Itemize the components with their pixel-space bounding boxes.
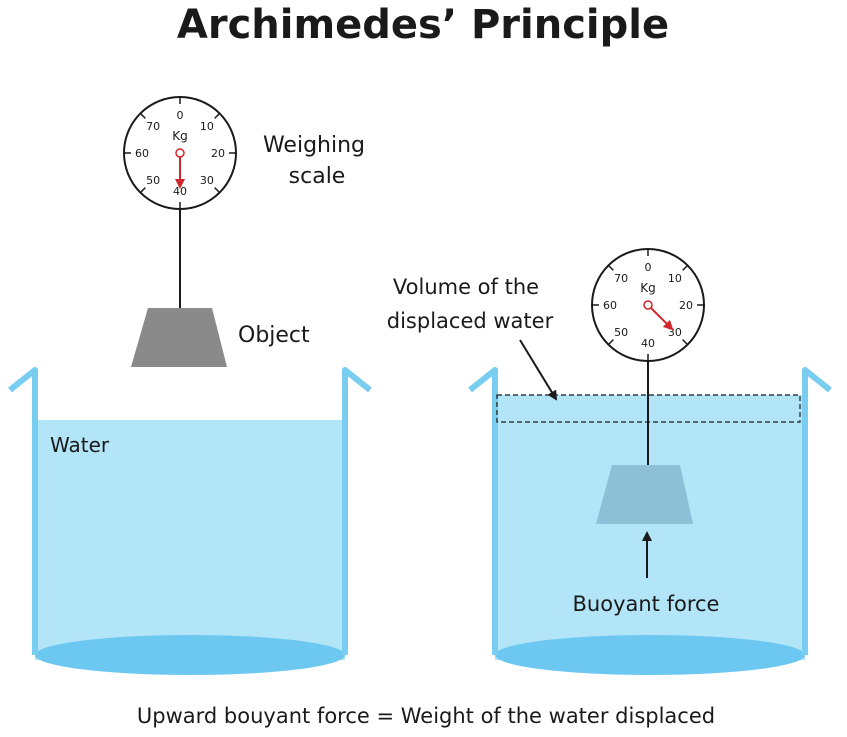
left-container-base — [35, 635, 345, 675]
dial-tick — [139, 187, 146, 194]
displaced-water-label-line1: Volume of the — [393, 275, 539, 299]
dial-number: 20 — [211, 147, 225, 160]
displaced-water-label-line2: displaced water — [387, 309, 554, 333]
left-container-walls — [32, 378, 348, 655]
scale-unit-label: Kg — [640, 281, 656, 295]
scale-needle-tip — [662, 319, 674, 331]
dial-number: 60 — [603, 299, 617, 312]
dial-tick — [214, 187, 221, 194]
object-label: Object — [238, 323, 310, 348]
dial-tick — [682, 339, 689, 346]
object-submerged — [596, 465, 693, 524]
dial-number: 70 — [146, 120, 160, 133]
dial-number: 70 — [614, 272, 628, 285]
dial-tick — [607, 264, 614, 271]
diagram-title: Archimedes’ Principle — [177, 2, 669, 48]
dial-tick — [214, 112, 221, 119]
right-container-base — [495, 635, 805, 675]
left-container — [8, 367, 372, 675]
right-container-walls — [492, 378, 808, 655]
scale-needle-tip — [175, 179, 185, 189]
right-container-right-lip — [802, 367, 832, 393]
water-label: Water — [50, 433, 110, 457]
scale-needle-pivot — [175, 148, 185, 158]
dial-tick — [139, 112, 146, 119]
dial-tick — [607, 339, 614, 346]
weighing-scale-label-line1: Weighing — [263, 133, 365, 158]
scale-dial-ticks — [592, 249, 704, 361]
right-container — [468, 367, 832, 675]
dial-tick — [682, 264, 689, 271]
dial-number: 60 — [135, 147, 149, 160]
dial-number: 50 — [614, 326, 628, 339]
right-container-left-lip — [468, 367, 498, 393]
dial-number: 10 — [668, 272, 682, 285]
dial-number: 40 — [641, 337, 655, 350]
dial-number: 20 — [679, 299, 693, 312]
weighing-scale-label-line2: scale — [289, 164, 346, 189]
object-in-air — [131, 308, 227, 367]
arrow-down-right-icon — [519, 339, 558, 401]
scale-unit-label: Kg — [172, 129, 188, 143]
scale-dial-ticks — [124, 97, 236, 209]
left-container-left-lip — [8, 367, 38, 393]
scale-needle-pivot — [643, 300, 653, 310]
right-water-body — [495, 395, 805, 660]
dial-number: 30 — [200, 174, 214, 187]
dial-number: 10 — [200, 120, 214, 133]
dial-number: 50 — [146, 174, 160, 187]
weighing-scale-left: 0 10 20 30 40 50 60 70 Kg — [123, 96, 237, 210]
left-water-body — [35, 420, 345, 660]
buoyant-force-label: Buoyant force — [573, 592, 720, 616]
dial-number: 0 — [645, 261, 652, 274]
dial-number: 0 — [177, 109, 184, 122]
equation-caption: Upward bouyant force = Weight of the wat… — [137, 704, 715, 728]
dial-number: 40 — [173, 185, 187, 198]
left-container-right-lip — [342, 367, 372, 393]
scale-dial-numbers: 0 10 20 30 40 50 60 70 — [135, 109, 225, 198]
